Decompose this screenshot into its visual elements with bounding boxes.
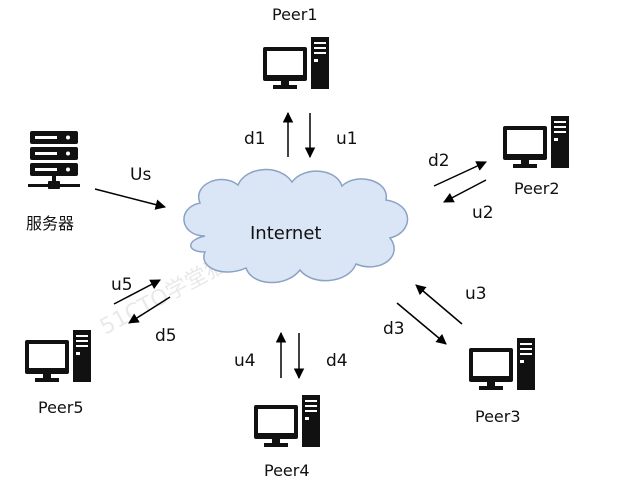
peer4-label: Peer4 xyxy=(264,461,310,480)
peer2-upload-label: u2 xyxy=(472,203,494,223)
peer5-label: Peer5 xyxy=(38,398,84,417)
cloud-shape xyxy=(183,168,409,284)
peer3-computer-icon xyxy=(469,338,535,390)
peer3-upload-label: u3 xyxy=(465,284,487,304)
peer2-download-arrow xyxy=(433,161,487,187)
peer4-download-label: d4 xyxy=(326,351,348,371)
peer2-computer-icon xyxy=(503,116,569,168)
peer1-upload-label: u1 xyxy=(336,129,358,149)
peer1-computer-icon xyxy=(263,37,329,89)
peer5-download-label: d5 xyxy=(155,326,177,346)
server-label: 服务器 xyxy=(26,214,74,233)
peer3-download-label: d3 xyxy=(383,319,405,339)
peer5-upload-arrow xyxy=(113,279,161,305)
server-link-label: Us xyxy=(130,165,151,185)
internet-label: Internet xyxy=(250,223,321,244)
peer3-download-arrow xyxy=(396,302,447,345)
internet-cloud: Internet xyxy=(183,168,409,284)
peer5-download-arrow xyxy=(128,296,171,324)
peer4-computer-icon xyxy=(254,395,320,447)
peer2-download-label: d2 xyxy=(428,151,450,171)
peer1-download-label: d1 xyxy=(244,129,266,149)
peer4-upload-label: u4 xyxy=(234,351,256,371)
peer2-upload-arrow xyxy=(443,179,487,203)
peer1-label: Peer1 xyxy=(272,5,318,24)
peer5-computer-icon xyxy=(25,330,91,382)
server-upload-arrow xyxy=(94,188,167,210)
peer3-upload-arrow xyxy=(415,284,463,325)
peer3-label: Peer3 xyxy=(475,407,521,426)
peer2-label: Peer2 xyxy=(514,179,560,198)
server-icon xyxy=(28,131,80,189)
peer5-upload-label: u5 xyxy=(111,275,133,295)
